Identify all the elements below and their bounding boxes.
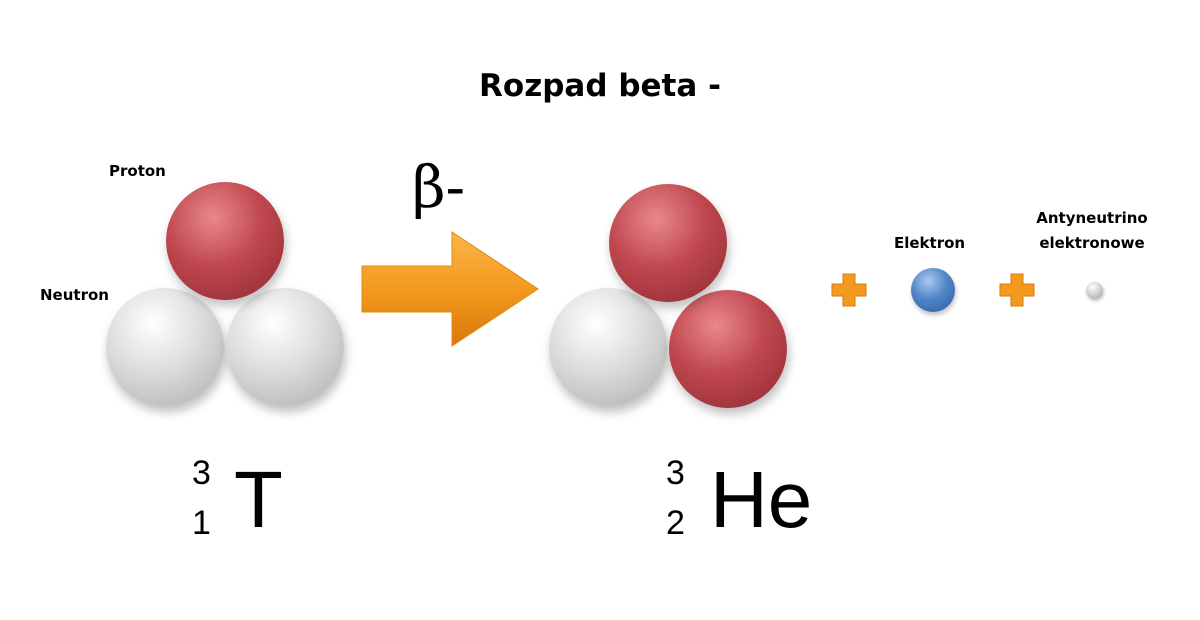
neutron-label: Neutron	[40, 286, 109, 304]
plus-icon	[999, 273, 1035, 307]
helium-atomic-number: 2	[666, 504, 685, 542]
proton-sphere	[166, 182, 284, 300]
tritium-nucleus	[100, 180, 360, 420]
plus-icon	[831, 273, 867, 307]
helium3-nucleus	[545, 184, 805, 424]
helium-symbol: He	[710, 455, 813, 544]
tritium-mass-number: 3	[192, 454, 211, 492]
electron-sphere	[911, 268, 955, 312]
proton-sphere	[669, 290, 787, 408]
tritium-symbol: T	[234, 455, 283, 544]
neutron-sphere	[549, 288, 667, 406]
antineutrino-sphere	[1086, 282, 1103, 299]
diagram-title: Rozpad beta -	[479, 68, 721, 104]
tritium-atomic-number: 1	[192, 504, 211, 542]
beta-minus-symbol: β-	[412, 153, 466, 221]
electron-label: Elektron	[894, 234, 966, 252]
helium-mass-number: 3	[666, 454, 685, 492]
neutron-sphere	[106, 288, 224, 406]
reaction-arrow-icon	[361, 231, 539, 347]
antineutrino-label-line1: Antyneutrino	[1036, 209, 1148, 227]
proton-sphere	[609, 184, 727, 302]
proton-label: Proton	[109, 162, 166, 180]
antineutrino-label-line2: elektronowe	[1039, 234, 1145, 252]
neutron-sphere	[226, 288, 344, 406]
